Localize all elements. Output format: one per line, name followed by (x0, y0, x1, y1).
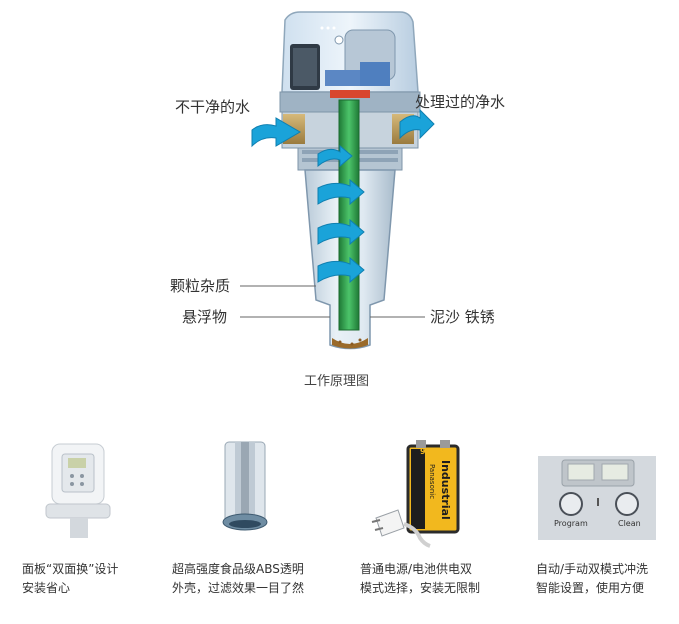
program-button-label: Program (554, 519, 588, 528)
feature-thumb-panel (40, 440, 120, 540)
battery-maker: Panasonic (428, 464, 436, 499)
feature-text-housing: 超高强度食品级ABS透明 外壳，过滤效果一目了然 (172, 560, 304, 598)
clean-button-label: Clean (618, 519, 641, 528)
battery-brand: Industrial (439, 460, 452, 520)
feature-thumb-control: Program Clean (538, 456, 656, 540)
label-dirty-water: 不干净的水 (175, 98, 251, 116)
feature-line: 普通电源/电池供电双 (360, 562, 473, 576)
feature-text-battery: 普通电源/电池供电双 模式选择，安装无限制 (360, 560, 480, 598)
feature-line: 模式选择，安装无限制 (360, 581, 481, 595)
feature-text-control: 自动/手动双模式冲洗 智能设置，使用方便 (536, 560, 648, 598)
label-particles: 颗粒杂质 (170, 277, 231, 295)
battery-voltage: 9V (420, 447, 433, 456)
feature-thumb-housing (205, 440, 285, 540)
filter-head (281, 11, 419, 93)
label-sediment-rust: 泥沙 铁锈 (430, 308, 495, 326)
outlet-arrow (399, 108, 435, 140)
flow-arrows (251, 108, 435, 284)
inlet-arrow (251, 117, 301, 148)
filter-diagram (240, 11, 435, 350)
feature-line: 外壳，过滤效果一目了然 (172, 581, 305, 595)
label-clean-water: 处理过的净水 (415, 93, 506, 111)
label-lines (240, 285, 425, 318)
label-suspended: 悬浮物 (182, 308, 228, 326)
housing-icon (222, 441, 268, 531)
feature-line: 面板“双面换”设计 (22, 562, 119, 576)
panel-icon (45, 443, 111, 538)
feature-line: 智能设置，使用方便 (536, 581, 645, 595)
battery-icon: 9V Industrial Panasonic (371, 440, 460, 548)
feature-text-panel: 面板“双面换”设计 安装省心 (22, 560, 118, 598)
center-tube (338, 99, 360, 331)
plug-icon (375, 509, 405, 537)
control-panel-icon: Program Clean (538, 456, 656, 540)
diagram-caption: 工作原理图 (304, 374, 370, 389)
feature-thumb-battery: 9V Industrial Panasonic (368, 440, 468, 550)
feature-line: 超高强度食品级ABS透明 (172, 562, 304, 576)
feature-line: 自动/手动双模式冲洗 (536, 562, 649, 576)
feature-line: 安装省心 (22, 581, 71, 595)
